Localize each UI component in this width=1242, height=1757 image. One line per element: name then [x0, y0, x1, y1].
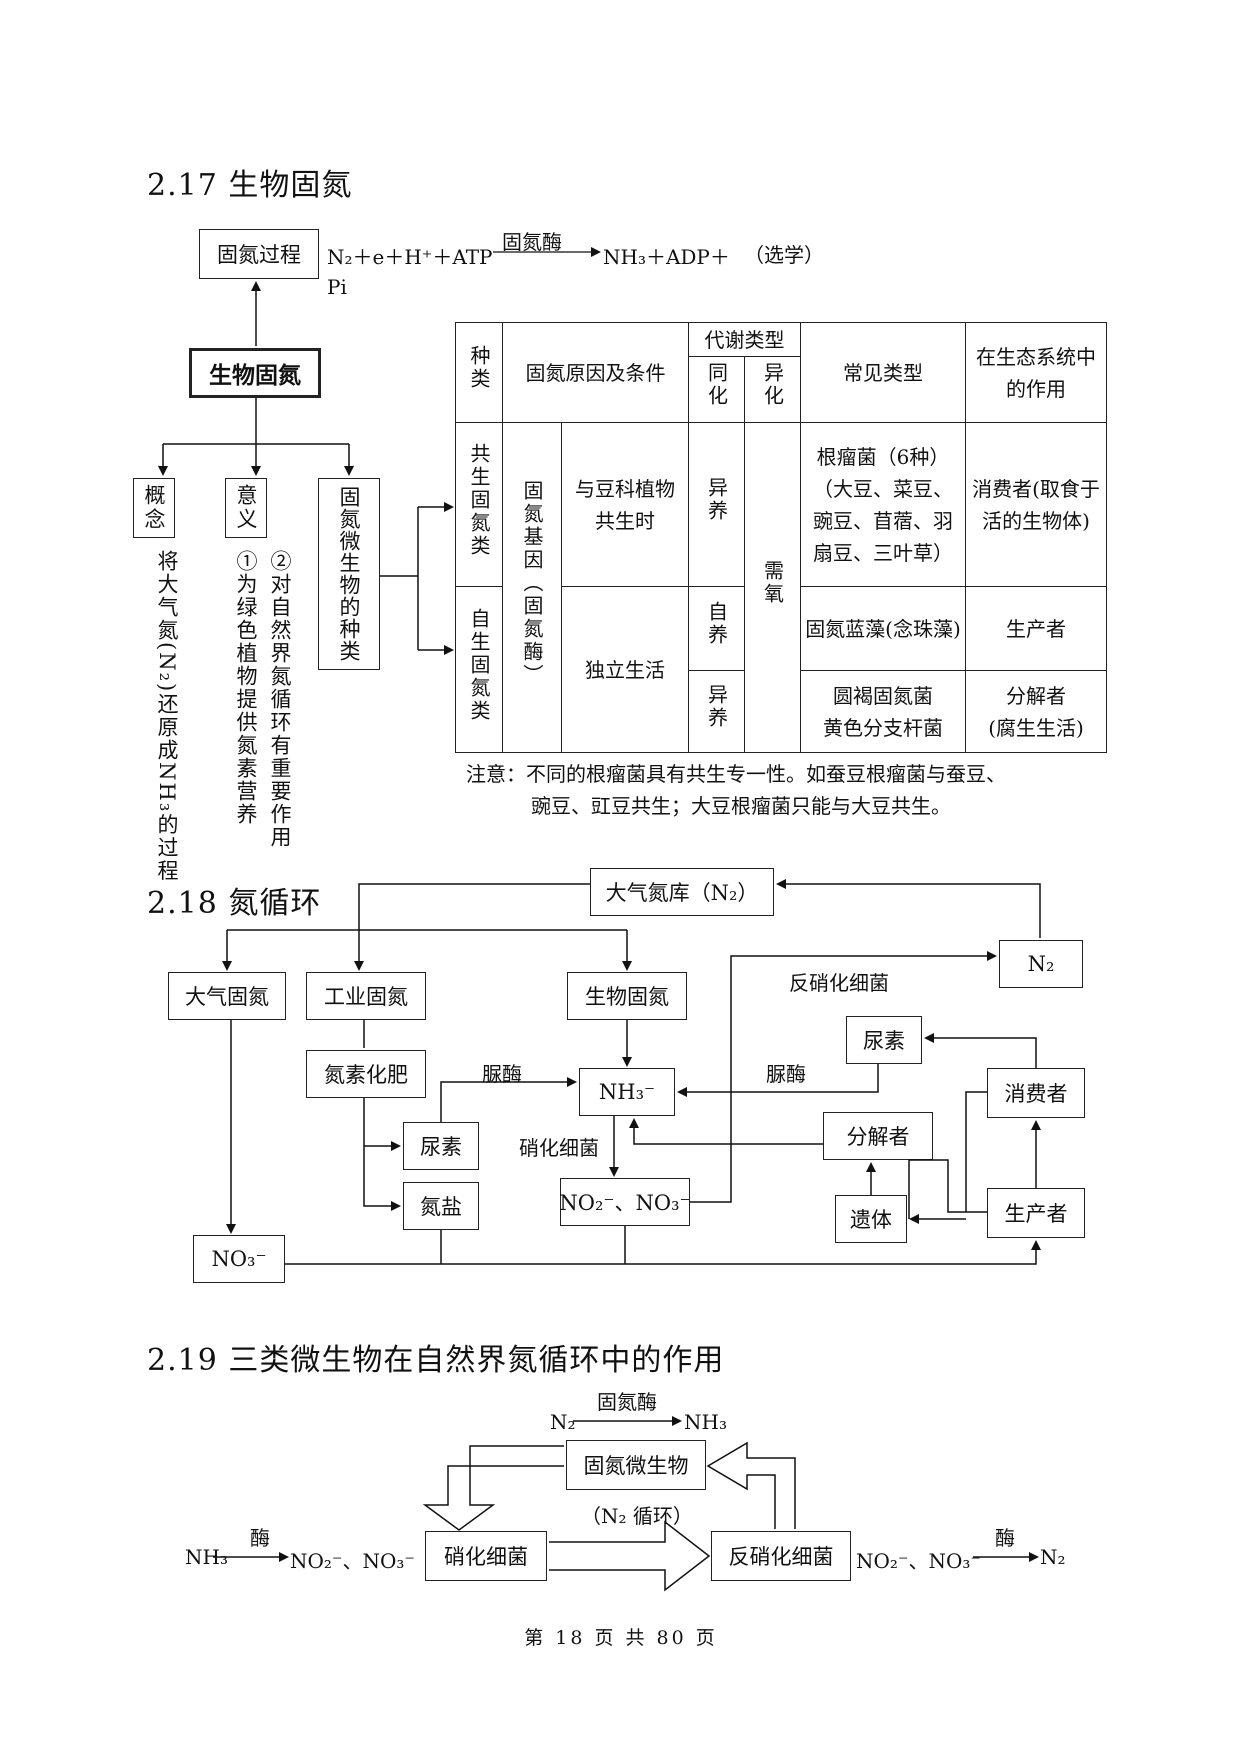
cell-free-condition: 独立生活 — [561, 586, 689, 753]
consumer-box: 消费者 — [987, 1068, 1085, 1118]
cell-free-hetero: 异养 — [688, 670, 745, 753]
nitrogen-fixer-table: 种类 固氮原因及条件 代谢类型 常见类型 在生态系统中的作用 同化 异化 共生固… — [455, 322, 1107, 753]
top-nh3: NH₃ — [684, 1410, 727, 1434]
biological-fixation-box-2: 生物固氮 — [567, 972, 687, 1020]
nitrate-salt-box: 氮盐 — [403, 1182, 479, 1230]
th-dissim: 异化 — [744, 356, 801, 423]
atmospheric-pool-box: 大气氮库（N₂） — [590, 868, 774, 916]
cell-aerobic: 需氧 — [744, 422, 801, 753]
meaning-item-1: ①为绿色植物提供氮素营养 — [234, 550, 258, 826]
n2-box: N₂ — [999, 940, 1083, 988]
concept-box: 概念 — [133, 478, 175, 538]
producer-box: 生产者 — [987, 1188, 1085, 1238]
page-footer: 第 18 页 共 80 页 — [524, 1627, 718, 1649]
top-enzyme: 固氮酶 — [597, 1390, 657, 1414]
nitrifying-bacteria-label: 硝化细菌 — [519, 1136, 599, 1160]
section-title-2-19: 2.19 三类微生物在自然界氮循环中的作用 — [147, 1343, 725, 1378]
right-enzyme: 酶 — [995, 1526, 1015, 1550]
equation-reactants: N₂＋e＋H⁺＋ATP — [327, 245, 493, 269]
th-common: 常见类型 — [800, 322, 966, 423]
denitrifier-box: 反硝化细菌 — [711, 1531, 851, 1581]
right-reactants: NO₂⁻、NO₃⁻ — [856, 1549, 981, 1573]
cell-gene: 固氮基因（固氮酶） — [502, 422, 562, 753]
fixing-microbe-box: 固氮微生物 — [566, 1440, 706, 1490]
concept-text: 将大气氮(N₂)还原成NH₃的过程 — [155, 550, 179, 883]
cell-consumer: 消费者(取食于活的生物体) — [965, 422, 1107, 587]
fixation-process-box: 固氮过程 — [199, 229, 319, 279]
note-line-1: 注意：不同的根瘤菌具有共生专一性。如蚕豆根瘤菌与蚕豆、 — [466, 762, 1006, 786]
fertilizer-box: 氮素化肥 — [306, 1050, 426, 1098]
right-n2: N₂ — [1040, 1545, 1066, 1569]
section-title-2-17: 2.17 生物固氮 — [147, 168, 353, 203]
equation-products: NH₃＋ADP＋ — [603, 245, 730, 269]
cell-azotobacter: 圆褐固氮菌黄色分支杆菌 — [800, 670, 966, 753]
decomposer-box: 分解者 — [823, 1112, 933, 1160]
th-role: 在生态系统中的作用 — [965, 322, 1107, 423]
top-n2: N₂ — [550, 1410, 576, 1434]
n2-cycle-label: （N₂ 循环） — [581, 1504, 693, 1528]
cell-decomposer: 分解者(腐生生活) — [965, 670, 1107, 753]
remains-box: 遗体 — [835, 1195, 907, 1243]
th-reason: 固氮原因及条件 — [502, 322, 689, 423]
cell-rhizobia: 根瘤菌（6种）（大豆、菜豆、豌豆、苜蓿、羽扇豆、三叶草） — [800, 422, 966, 587]
ammonia-box: NH₃⁻ — [579, 1068, 675, 1116]
cell-free-auto: 自养 — [688, 586, 745, 671]
th-kind: 种类 — [455, 322, 503, 423]
meaning-item-2: ②对自然界氮循环有重要作用 — [268, 550, 292, 849]
urease-label-right: 脲酶 — [766, 1062, 806, 1086]
industrial-fixation-box: 工业固氮 — [306, 972, 426, 1020]
left-enzyme: 酶 — [250, 1526, 270, 1550]
urea-box-right: 尿素 — [846, 1016, 922, 1064]
nitrate-box: NO₃⁻ — [193, 1235, 285, 1283]
left-products: NO₂⁻、NO₃⁻ — [290, 1549, 415, 1573]
urea-box-left: 尿素 — [403, 1122, 479, 1170]
section-title-2-18: 2.18 氮循环 — [147, 886, 322, 921]
meaning-box: 意义 — [225, 478, 267, 538]
equation-pi: Pi — [327, 275, 347, 299]
equation-enzyme: 固氮酶 — [502, 230, 562, 254]
biological-fixation-box: 生物固氮 — [189, 348, 321, 398]
nitrifier-box: 硝化细菌 — [425, 1531, 547, 1581]
cell-producer: 生产者 — [965, 586, 1107, 671]
atmospheric-fixation-box: 大气固氮 — [168, 972, 286, 1020]
types-box: 固氮微生物的种类 — [318, 478, 380, 670]
denitrifying-bacteria-label: 反硝化细菌 — [789, 971, 889, 995]
row-free-living: 自生固氮类 — [455, 586, 503, 753]
row-symbiotic: 共生固氮类 — [455, 422, 503, 587]
equation-note: （选学） — [744, 243, 824, 267]
note-line-2: 豌豆、豇豆共生；大豆根瘤菌只能与大豆共生。 — [531, 794, 951, 818]
nitrite-nitrate-box: NO₂⁻、NO₃⁻ — [559, 1178, 691, 1226]
cell-symbiotic-condition: 与豆科植物共生时 — [561, 422, 689, 587]
th-assim: 同化 — [688, 356, 745, 423]
